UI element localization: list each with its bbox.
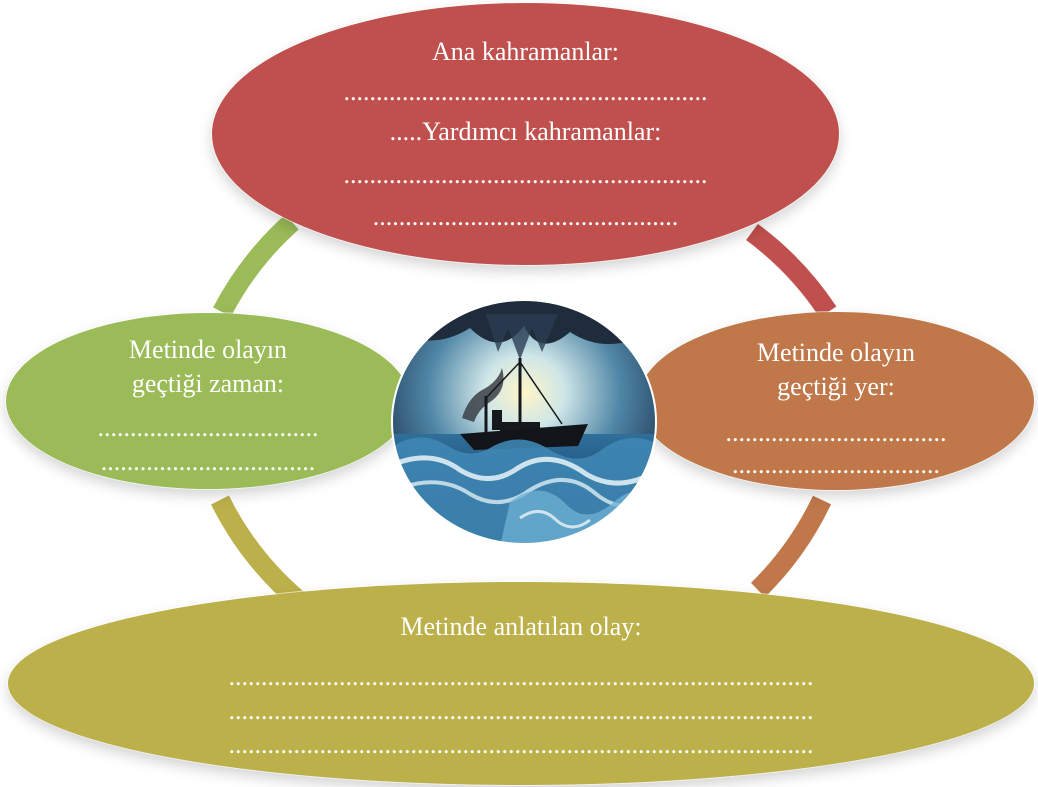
ring-arc-top-left xyxy=(213,214,299,317)
main-characters-blank: ........................................… xyxy=(343,77,708,106)
time-label-line-1: Metinde olayın xyxy=(128,335,288,364)
supporting-characters-blank-1: ........................................… xyxy=(343,160,708,189)
main-characters-label: Ana kahramanlar: xyxy=(432,37,619,66)
ship-silhouette xyxy=(460,358,588,450)
place-blank-1: .................................. xyxy=(725,418,947,447)
supporting-characters-label: .....Yardımcı kahramanlar: xyxy=(389,117,662,146)
time-node: Metinde olayın geçtiği zaman: ..........… xyxy=(6,313,410,489)
event-blank-1: ........................................… xyxy=(228,662,814,691)
ring-arc-bottom-left xyxy=(211,495,305,608)
event-label: Metinde anlatılan olay: xyxy=(400,612,642,641)
event-blank-2: ........................................… xyxy=(228,696,814,725)
ring-arc-top-right xyxy=(745,223,837,318)
place-blank-2: ................................ xyxy=(732,450,940,479)
time-blank-1: .................................. xyxy=(97,413,319,442)
event-node: Metinde anlatılan olay: ................… xyxy=(8,582,1034,785)
place-label-line-1: Metinde olayın xyxy=(756,338,916,367)
supporting-characters-blank-2: ........................................… xyxy=(372,202,679,231)
ship-in-storm-image xyxy=(391,299,657,545)
time-label-line-2: geçtiği zaman: xyxy=(131,369,285,398)
time-blank-2: ................................. xyxy=(100,447,316,476)
ring-arc-bottom-right xyxy=(750,495,832,598)
main-characters-node: Ana kahramanlar: .......................… xyxy=(212,3,839,265)
event-blank-3: ........................................… xyxy=(228,730,814,759)
place-node: Metinde olayın geçtiği yer: ............… xyxy=(638,312,1034,490)
place-label-line-2: geçtiği yer: xyxy=(777,372,895,401)
